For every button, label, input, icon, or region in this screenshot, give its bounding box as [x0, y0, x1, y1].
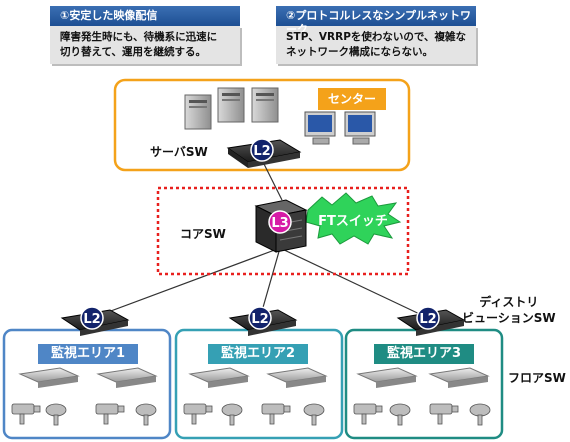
- l2-badge-label: L2: [253, 144, 270, 159]
- area-title-1: 監視エリア1: [38, 344, 138, 364]
- center-label: センター: [318, 88, 386, 110]
- camera-icons: [11, 403, 491, 426]
- floor-switches: [18, 367, 490, 388]
- l2-badge: [416, 306, 440, 330]
- callout-title: ②プロトコルレスなシンプルネットワーク: [276, 6, 476, 36]
- l2-badge: [248, 306, 272, 330]
- l2-badge-label: L2: [419, 312, 436, 327]
- monitor-pcs: [304, 111, 376, 145]
- l2-badge-label: L2: [251, 312, 268, 327]
- callout-protocol-less: ②プロトコルレスなシンプルネットワーク STP、VRRPを使わないので、複雑な …: [276, 6, 476, 64]
- distribution-sw-label: ディストリ ビューションSW: [462, 295, 556, 325]
- l2-badge: [80, 306, 104, 330]
- callout-stable-video: ①安定した映像配信 障害発生時にも、待機系に迅速に 切り替えて、運用を継続する。: [50, 6, 240, 64]
- server-sw-label: サーバSW: [150, 145, 208, 159]
- connection-lines: [91, 159, 429, 319]
- l2-badge: [250, 138, 274, 162]
- l3-badge-label: L3: [271, 216, 288, 231]
- callout-body: STP、VRRPを使わないので、複雑な ネットワーク構成にならない。: [276, 26, 476, 64]
- server-rack: [184, 87, 279, 130]
- l2-badge-label: L2: [83, 312, 100, 327]
- ft-switch-label: FTスイッチ: [318, 214, 388, 229]
- core-sw-label: コアSW: [180, 227, 226, 241]
- area-title-2: 監視エリア2: [208, 344, 308, 364]
- area-title-3: 監視エリア3: [374, 344, 474, 364]
- callout-title: ①安定した映像配信: [50, 6, 240, 26]
- l3-badge: [268, 210, 292, 234]
- ft-burst: [305, 192, 402, 245]
- floor-sw-label: フロアSW: [508, 371, 566, 385]
- callout-body: 障害発生時にも、待機系に迅速に 切り替えて、運用を継続する。: [50, 26, 240, 64]
